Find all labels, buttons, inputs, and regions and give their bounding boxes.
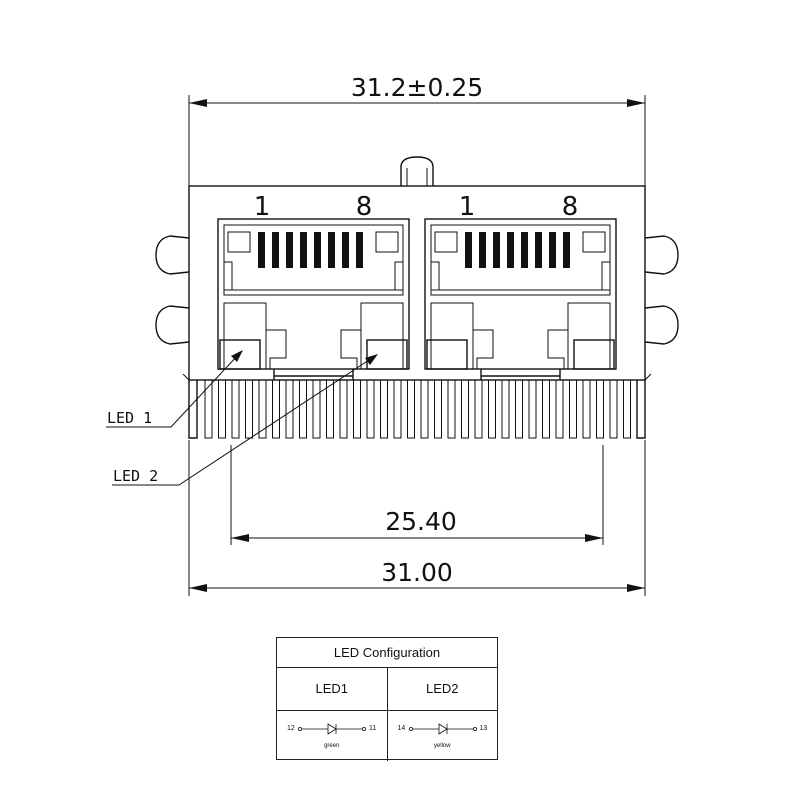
- pin: [569, 379, 577, 439]
- bottom-width-label: 31.00: [381, 558, 453, 587]
- led1-pin-left: 12: [287, 725, 295, 732]
- led2-diode-icon: [408, 723, 477, 735]
- led-table-header-row: LED1 LED2: [277, 668, 497, 711]
- pin: [380, 379, 388, 439]
- port-2-pin-last: 8: [562, 192, 579, 222]
- pin: [447, 379, 456, 439]
- pin: [596, 379, 604, 439]
- led2-callout-label: LED 2: [113, 467, 158, 485]
- pin: [609, 379, 618, 439]
- port-2-pin-first: 1: [459, 192, 476, 222]
- pin: [555, 379, 564, 439]
- pin-row: [204, 379, 631, 439]
- port-1-pin-last: 8: [356, 192, 373, 222]
- shield-tabs: [182, 373, 652, 439]
- pin: [542, 379, 550, 439]
- pin: [299, 379, 307, 439]
- pin: [528, 379, 537, 439]
- port-1: 1 8: [217, 192, 410, 380]
- pin: [218, 379, 226, 439]
- pin: [204, 379, 213, 439]
- pin-span-label: 25.40: [385, 507, 457, 536]
- pin: [258, 379, 267, 439]
- pin: [339, 379, 348, 439]
- port-2-led2-window: [573, 339, 615, 370]
- port-2-led1-window: [426, 339, 468, 370]
- led-table-col-led1: LED1: [277, 668, 388, 710]
- led-configuration-table: LED Configuration LED1 LED2 12 11 green …: [276, 637, 498, 761]
- pin: [434, 379, 442, 439]
- port-1-led1-window: [219, 339, 261, 370]
- led-table-title: LED Configuration: [277, 638, 497, 668]
- port-1-led2-window: [366, 339, 408, 370]
- bottom-width-dimension: 31.00: [188, 440, 646, 596]
- pin: [623, 379, 631, 439]
- pin: [501, 379, 510, 439]
- pin: [353, 379, 361, 439]
- overall-width-dimension: 31.2±0.25: [188, 73, 646, 186]
- side-pegs: [155, 235, 679, 345]
- pin: [245, 379, 253, 439]
- pin: [488, 379, 496, 439]
- pin: [582, 379, 591, 439]
- pin: [231, 379, 240, 439]
- port-1-pin-first: 1: [254, 192, 271, 222]
- port-2: 1 8: [424, 192, 617, 380]
- led-table-col-led2: LED2: [425, 681, 459, 696]
- led1-color: green: [324, 743, 340, 749]
- led2-pin-right: 13: [479, 725, 488, 732]
- pin: [515, 379, 523, 439]
- port-2-contacts: [465, 232, 570, 268]
- pin-span-dimension: 25.40: [230, 445, 604, 545]
- led1-diode-icon: [297, 723, 367, 735]
- led1-callout-label: LED 1: [107, 409, 152, 427]
- pin: [366, 379, 375, 439]
- pin: [326, 379, 334, 439]
- overall-width-label: 31.2±0.25: [351, 73, 483, 102]
- led-table-symbol-row: 12 11 green 14 13 yellow: [277, 711, 497, 761]
- led-callouts: LED 1 LED 2: [106, 350, 378, 486]
- pin: [285, 379, 294, 439]
- led2-pin-left: 14: [397, 725, 406, 732]
- top-tab: [400, 156, 434, 186]
- led1-symbol-cell: 12 11 green: [277, 711, 388, 761]
- led2-symbol-cell: 14 13 yellow: [388, 711, 498, 761]
- pin: [312, 379, 321, 439]
- pin: [461, 379, 469, 439]
- port-1-contacts: [258, 232, 363, 268]
- led1-pin-right: 11: [369, 725, 377, 732]
- pin: [420, 379, 429, 439]
- pin: [393, 379, 402, 439]
- pin: [407, 379, 415, 439]
- pin: [272, 379, 280, 439]
- pin: [474, 379, 483, 439]
- led2-color: yellow: [433, 743, 451, 749]
